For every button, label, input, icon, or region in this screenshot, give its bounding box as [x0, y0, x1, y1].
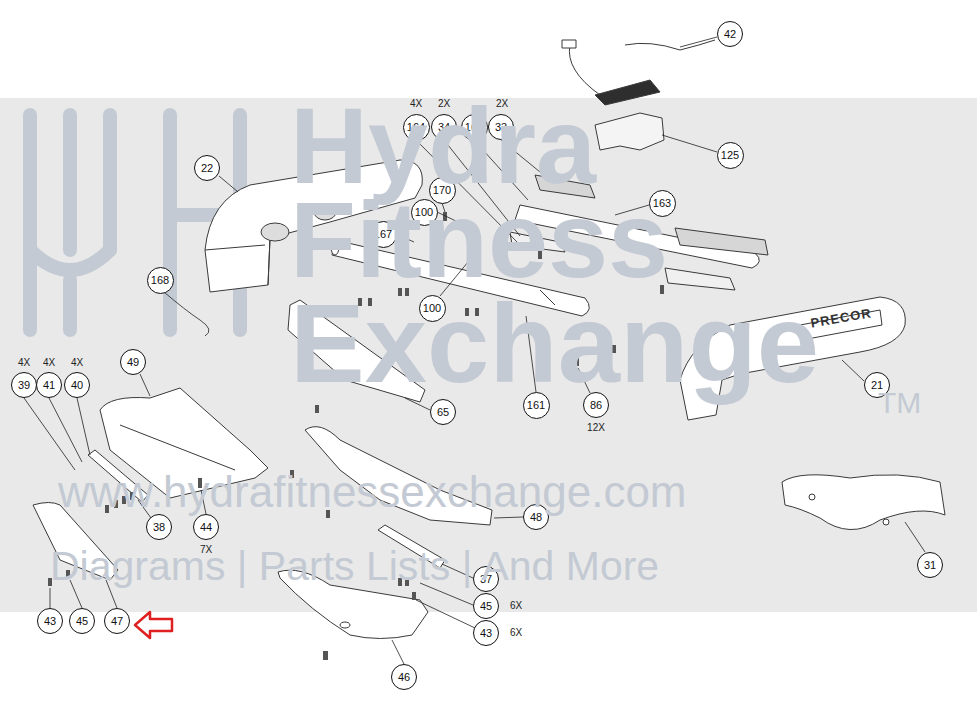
callout-number: 47 — [104, 608, 130, 634]
callout-number: 39 — [11, 372, 37, 398]
part-cover — [675, 228, 768, 255]
watermark-text: www.hydrafitnessexchange.com — [58, 470, 687, 514]
pointer-arrow — [135, 612, 172, 638]
watermark-logo — [30, 115, 240, 330]
part-bore — [261, 223, 289, 241]
callout-text: 31 — [924, 560, 936, 571]
callout-number: 44 — [193, 514, 219, 540]
callout-number: 46 — [391, 664, 417, 690]
watermark-text: TM — [878, 388, 921, 418]
part-hole — [340, 622, 350, 628]
callout-text: 22 — [201, 163, 213, 174]
watermark-text: Exchange — [290, 288, 819, 400]
callout-text: 41 — [43, 380, 55, 391]
callout-number: 65 — [430, 399, 456, 425]
callout-number: 45 — [473, 593, 499, 619]
callout-number: 31 — [917, 552, 943, 578]
part-connector — [562, 40, 576, 48]
callout-number: 38 — [146, 514, 172, 540]
watermark-text: Fitness — [290, 186, 668, 294]
callout-text: 46 — [398, 672, 410, 683]
part-edge — [205, 238, 270, 285]
callout-text: 49 — [127, 357, 139, 368]
callout-text: 45 — [76, 616, 88, 627]
callout-text: 168 — [151, 275, 169, 286]
part-hole — [883, 519, 889, 525]
callout-number: 49 — [120, 349, 146, 375]
callout-text: 45 — [480, 601, 492, 612]
callout-number: 22 — [194, 155, 220, 181]
callout-number: 41 — [36, 372, 62, 398]
callout-text: 42 — [724, 29, 736, 40]
callout-text: 43 — [44, 616, 56, 627]
callout-text: 161 — [527, 400, 545, 411]
watermark-text: Diagrams | Parts Lists | And More — [50, 546, 659, 587]
callout-number: 42 — [717, 21, 743, 47]
quantity-label: 4X — [18, 358, 30, 368]
callout-number: 125 — [717, 142, 744, 169]
callout-text: 43 — [480, 628, 492, 639]
quantity-label: 6X — [510, 628, 522, 638]
callout-number: 43 — [37, 608, 63, 634]
callout-text: 86 — [590, 400, 602, 411]
watermark-text: Hydra — [290, 92, 596, 200]
callout-number: 45 — [69, 608, 95, 634]
parts — [33, 40, 945, 639]
part-wire — [569, 40, 715, 95]
part-cover — [665, 268, 735, 290]
callout-number: 40 — [64, 372, 90, 398]
callout-text: 65 — [437, 407, 449, 418]
part-band — [782, 475, 945, 530]
callout-text: 125 — [721, 150, 739, 161]
leader-lines — [24, 37, 925, 664]
quantity-label: 4X — [71, 358, 83, 368]
callout-number: 168 — [147, 267, 174, 294]
quantity-label: 6X — [510, 601, 522, 611]
part-hole — [809, 494, 815, 500]
callout-text: 47 — [111, 616, 123, 627]
part-harness — [595, 80, 660, 105]
quantity-label: 12X — [587, 423, 605, 433]
part-edge — [120, 425, 235, 470]
callout-text: 40 — [71, 380, 83, 391]
part-bracket — [595, 113, 664, 150]
callout-text: 44 — [200, 522, 212, 533]
quantity-label: 4X — [43, 358, 55, 368]
callout-text: 39 — [18, 380, 30, 391]
callout-text: 38 — [153, 522, 165, 533]
callout-number: 43 — [473, 620, 499, 646]
